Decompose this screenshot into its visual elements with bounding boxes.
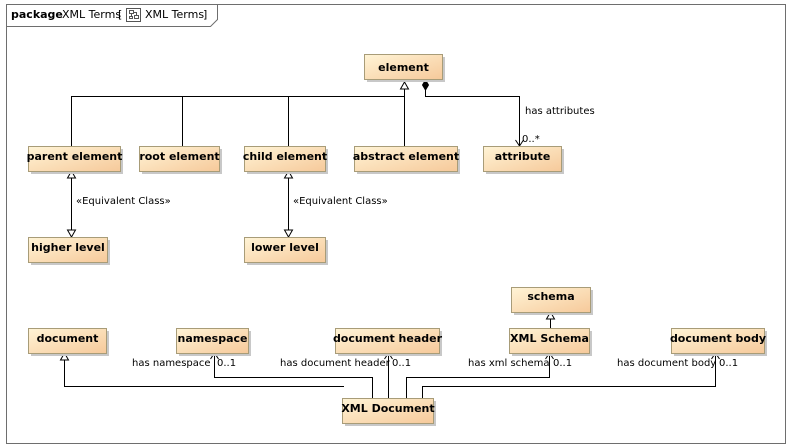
class-child-element-label: child element [243, 150, 327, 163]
class-lower-level[interactable]: lower level [244, 237, 329, 266]
class-parent-element-label: parent element [27, 150, 123, 163]
edges: has attributes 0..* «Equivalent Class» «… [59, 79, 738, 398]
equivalence-arrowhead-higher [66, 229, 77, 239]
nodes: element parent element root element chil… [27, 54, 767, 427]
package-frame-border [6, 4, 786, 444]
class-higher-level-label: higher level [31, 241, 105, 254]
package-frame-tab [6, 4, 218, 27]
class-root-element-label: root element [139, 150, 219, 163]
association-schema-line [406, 354, 550, 398]
package-bracket-open: [ [118, 8, 122, 21]
class-child-element[interactable]: child element [243, 146, 328, 175]
generalization-document-line [64, 359, 344, 387]
equivalence-arrowhead-child [283, 169, 294, 179]
edge-label-has-xml-schema: has xml schema [468, 358, 550, 369]
class-root-element[interactable]: root element [139, 146, 222, 175]
class-higher-level[interactable]: higher level [28, 237, 111, 266]
class-abstract-element-label: abstract element [353, 150, 459, 163]
class-document-header[interactable]: document header [333, 328, 443, 357]
class-attribute[interactable]: attribute [483, 146, 565, 175]
class-document-label: document [37, 332, 99, 345]
class-schema[interactable]: schema [511, 287, 594, 316]
generalization-tree-line [71, 96, 405, 146]
class-element[interactable]: element [364, 54, 446, 83]
class-document-body-label: document body [670, 332, 766, 345]
package-name: XML Terms [62, 8, 121, 21]
class-document-body[interactable]: document body [670, 328, 767, 357]
edge-label-has-document-header: has document header [280, 358, 391, 369]
composition-diamond [421, 79, 430, 91]
class-namespace-label: namespace [177, 332, 247, 345]
edge-label-has-attributes: has attributes [525, 106, 595, 117]
composition-line [425, 90, 520, 145]
class-element-label: element [378, 61, 429, 74]
class-document-header-label: document header [333, 332, 443, 345]
edge-label-has-document-body: has document body [617, 358, 716, 369]
edge-label-equivalent-class-2: «Equivalent Class» [293, 196, 388, 207]
multiplicity-namespace: 0..1 [217, 358, 236, 369]
multiplicity-body: 0..1 [719, 358, 738, 369]
package-bracket-close: ] [203, 8, 207, 21]
generalization-arrowhead-element [399, 80, 410, 90]
multiplicity-schema: 0..1 [553, 358, 572, 369]
class-xml-document-label: XML Document [341, 402, 434, 415]
class-xml-document[interactable]: XML Document [341, 398, 436, 427]
class-lower-level-label: lower level [251, 241, 319, 254]
diagram-icon[interactable] [126, 8, 141, 22]
package-keyword: package [11, 8, 63, 21]
class-namespace[interactable]: namespace [176, 328, 252, 357]
package-bracket-label: XML Terms [145, 8, 204, 21]
package-frame: package XML Terms [ XML Terms ] [6, 4, 786, 444]
generalization-arrowhead-schema [545, 310, 556, 320]
multiplicity-attributes: 0..* [522, 134, 540, 145]
multiplicity-header: 0..1 [392, 358, 411, 369]
association-namespace-line [214, 354, 373, 398]
class-document[interactable]: document [28, 328, 110, 357]
class-attribute-label: attribute [495, 150, 551, 163]
class-abstract-element[interactable]: abstract element [353, 146, 460, 175]
edge-label-equivalent-class-1: «Equivalent Class» [76, 196, 171, 207]
association-body-line [422, 354, 716, 398]
edge-label-has-namespace: has namespace [132, 358, 211, 369]
equivalence-arrowhead-parent [66, 169, 77, 179]
generalization-arrowhead-document [59, 351, 70, 361]
class-xml-schema-label: XML Schema [510, 332, 589, 345]
class-parent-element[interactable]: parent element [27, 146, 123, 175]
class-schema-label: schema [527, 290, 574, 303]
equivalence-arrowhead-lower [283, 229, 294, 239]
class-xml-schema[interactable]: XML Schema [509, 328, 593, 357]
